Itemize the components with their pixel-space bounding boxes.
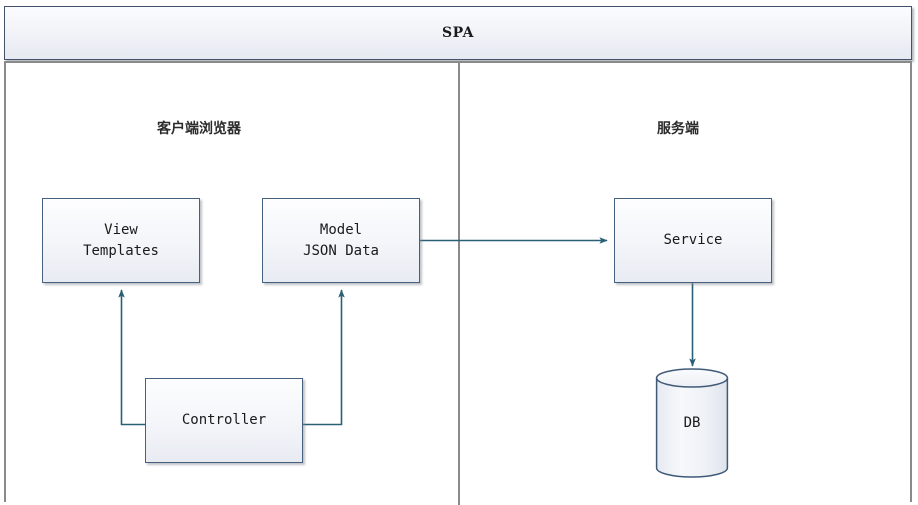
client-server-divider <box>458 61 460 505</box>
node-view-templates-line1: View <box>104 222 138 239</box>
node-service[interactable]: Service <box>614 198 772 283</box>
spa-header-bar: SPA <box>4 6 912 60</box>
db-cylinder-shape <box>655 368 729 478</box>
node-view-templates[interactable]: View Templates <box>42 198 200 283</box>
node-model-line2: JSON Data <box>303 242 379 259</box>
node-model-json-data[interactable]: Model JSON Data <box>262 198 420 283</box>
node-model-line1: Model <box>319 222 363 239</box>
zone-label-server: 服务端 <box>657 121 699 137</box>
node-view-templates-line2: Templates <box>83 242 159 259</box>
zone-label-client: 客户端浏览器 <box>157 121 241 137</box>
node-controller[interactable]: Controller <box>145 378 303 463</box>
node-service-label: Service <box>663 232 723 249</box>
diagram-title: SPA <box>442 25 474 41</box>
node-controller-label: Controller <box>181 412 267 429</box>
node-db[interactable]: DB <box>655 368 729 478</box>
